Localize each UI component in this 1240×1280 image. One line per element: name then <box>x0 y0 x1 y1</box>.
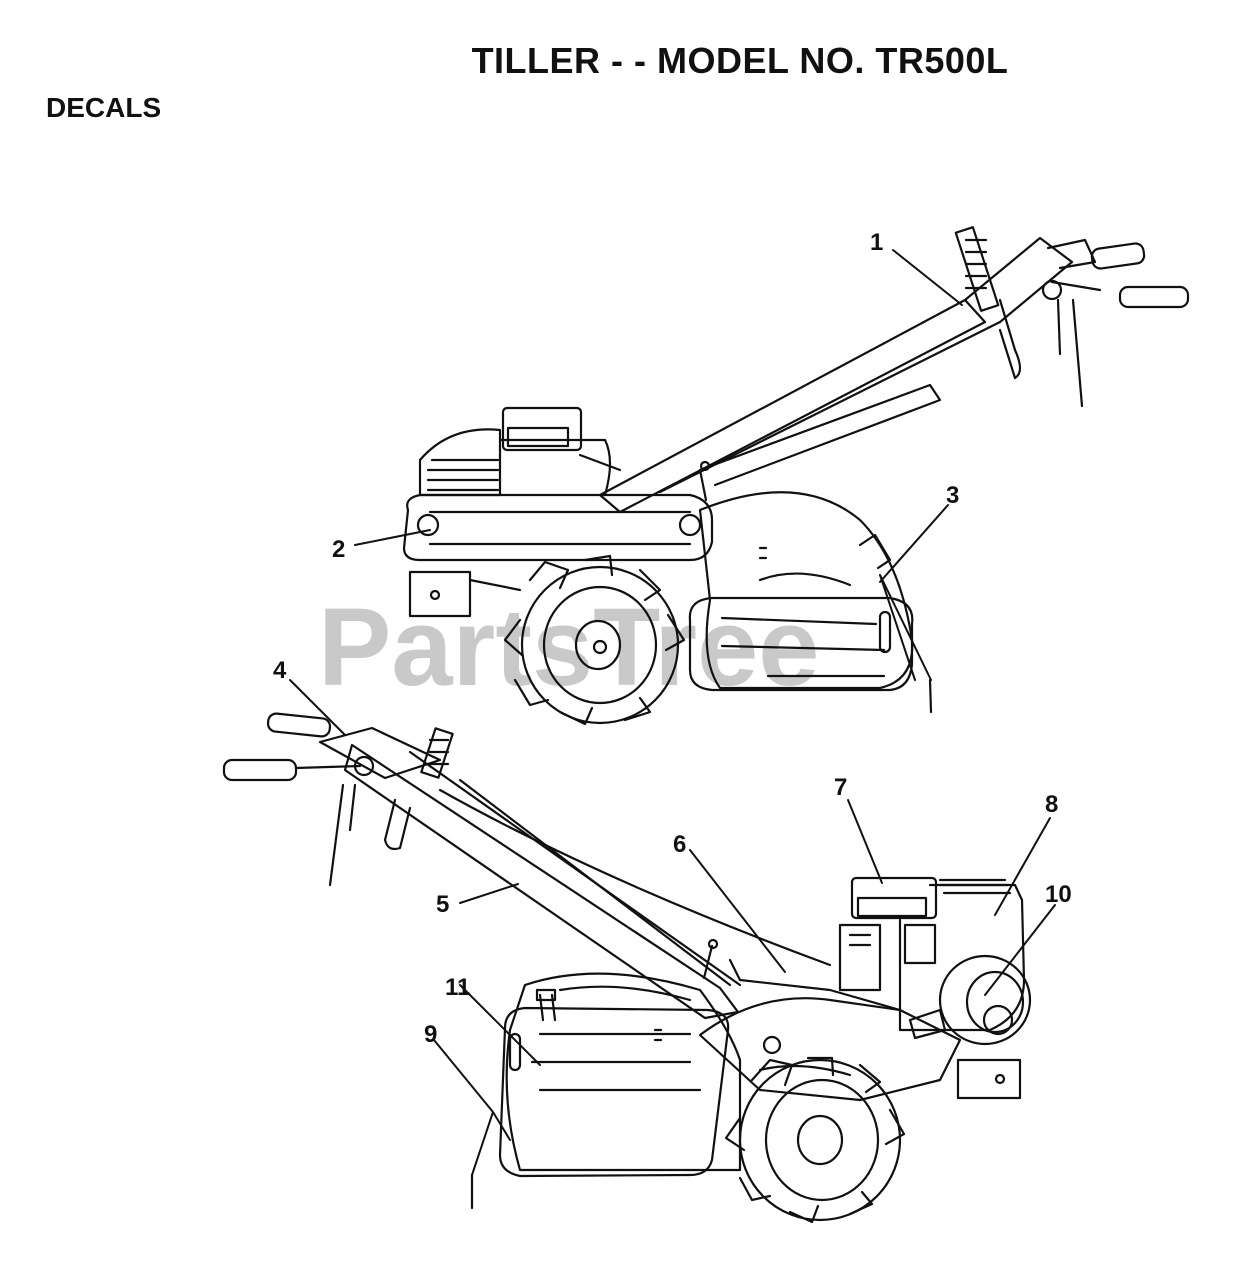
callout-10: 10 <box>1045 881 1072 908</box>
callout-6: 6 <box>673 831 686 858</box>
callout-1: 1 <box>870 229 883 256</box>
page-title: TILLER - - MODEL NO. TR500L <box>471 40 1009 81</box>
callout-5: 5 <box>436 891 449 918</box>
callout-7: 7 <box>834 774 847 801</box>
callout-numbers: 1 2 3 4 5 6 7 8 9 10 11 <box>273 229 1072 1048</box>
callout-9: 9 <box>424 1021 437 1048</box>
callout-4: 4 <box>273 657 287 684</box>
callout-11: 11 <box>445 974 470 1001</box>
callout-8: 8 <box>1045 791 1058 818</box>
section-heading: DECALS <box>46 92 162 123</box>
callout-3: 3 <box>946 482 959 509</box>
leader-lines <box>289 249 1056 1176</box>
upper-tiller-drawing <box>402 226 1190 726</box>
callout-2: 2 <box>332 536 345 563</box>
lower-tiller-drawing <box>222 712 1032 1224</box>
